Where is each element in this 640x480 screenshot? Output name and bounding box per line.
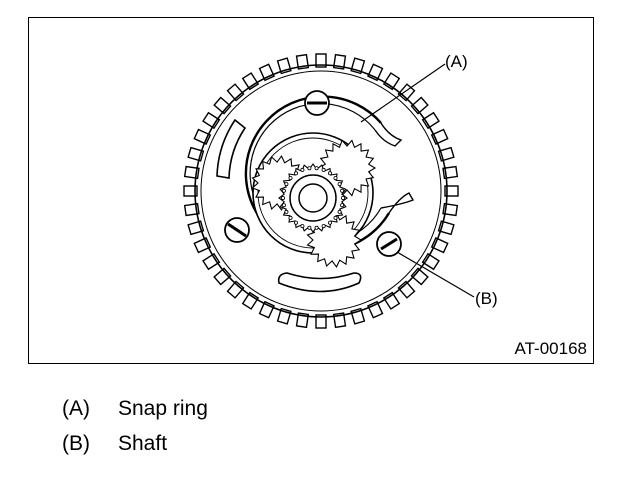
bearing-dot [280, 195, 285, 200]
planetary-gear-diagram [183, 53, 475, 329]
shaft-pin-top [304, 90, 330, 116]
bearing-dot [300, 224, 305, 229]
ring-tooth [397, 280, 416, 299]
bearing-dot [314, 225, 319, 230]
ring-tooth [226, 280, 245, 299]
bearing-dot [321, 167, 326, 172]
bearing-dot [307, 166, 312, 171]
ring-tooth [382, 291, 401, 310]
ring-tooth [183, 185, 198, 197]
shaft-pin-left [224, 217, 250, 243]
center-bore-inner [298, 183, 328, 213]
bearing-dot [284, 209, 289, 214]
ring-tooth [410, 267, 429, 286]
ring-tooth [241, 291, 260, 310]
legend-key-a: (A) [62, 397, 90, 420]
outer-ring-teeth [183, 53, 459, 329]
bearing-dot [340, 195, 345, 200]
outer-ring-inner-edge [200, 70, 442, 312]
ring-tooth [421, 252, 440, 271]
ring-tooth [213, 96, 232, 115]
bearing-dot [288, 215, 293, 220]
ring-tooth [315, 314, 327, 329]
legend-text-a: Snap ring [118, 397, 208, 420]
bearing-dot [300, 167, 305, 172]
bearing-dot [293, 220, 298, 225]
leader-line-a [360, 63, 446, 123]
legend-item-a: (A) Snap ring [62, 398, 208, 419]
bearing-dot [340, 188, 345, 193]
ring-tooth [444, 185, 459, 197]
ring-tooth [421, 111, 440, 130]
bearing-dot [321, 224, 326, 229]
callout-b-label: (B) [475, 289, 498, 308]
carrier-slots [216, 118, 362, 293]
ring-tooth [202, 252, 221, 271]
bearing-dot [281, 188, 286, 193]
legend-key-b: (B) [62, 432, 90, 455]
bearing-dot [284, 182, 289, 187]
bearing-dot [281, 203, 286, 208]
ring-tooth [315, 53, 327, 68]
bearing-dot [327, 171, 332, 176]
bearing-dot [327, 220, 332, 225]
callout-a-label: (A) [445, 52, 468, 71]
leader-line-b [396, 251, 475, 298]
bearing-dot [288, 176, 293, 181]
bearing-dot [337, 182, 342, 187]
shaft-pins [224, 90, 402, 257]
bearing-dot [337, 209, 342, 214]
outer-ring-body [194, 64, 448, 318]
ring-tooth [241, 72, 260, 91]
bearing-dot [314, 166, 319, 171]
legend-item-b: (B) Shaft [62, 433, 167, 454]
bearing-dot [333, 215, 338, 220]
ring-tooth [226, 83, 245, 102]
shaft-pin-right [376, 231, 402, 257]
ring-tooth [213, 267, 232, 286]
bearing-dot [293, 171, 298, 176]
ring-tooth [410, 96, 429, 115]
ring-tooth [202, 111, 221, 130]
bearing-dot [307, 225, 312, 230]
legend-text-b: Shaft [118, 432, 168, 455]
ring-tooth [382, 72, 401, 91]
bearing-dot [340, 203, 345, 208]
figure-code: AT-00168 [514, 339, 587, 358]
figure-frame: (A) (B) AT-00168 [28, 17, 594, 364]
bearing-dot [333, 176, 338, 181]
